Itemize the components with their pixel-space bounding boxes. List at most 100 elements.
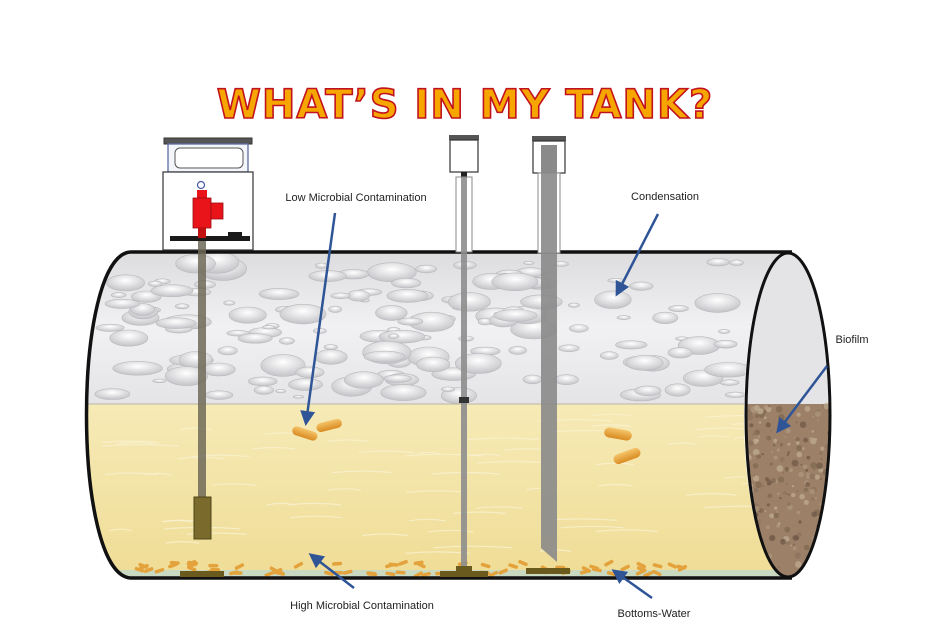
condensation-droplet [704,362,753,378]
suspended-microbes [292,418,641,465]
condensation-droplet [152,378,167,384]
biofilm-speck [766,525,770,530]
biofilm-speck [823,402,830,410]
fuel-ripple [476,506,523,509]
biofilm-speck [785,493,788,495]
pump-motor [197,190,207,198]
condensation-droplet [706,258,730,267]
biofilm-speck [749,423,754,428]
condensation-droplet [380,384,427,401]
bottom-microbe [388,562,399,567]
biofilm-speck [817,419,819,421]
condensation-droplet [713,340,738,349]
biofilm-speck [786,541,790,545]
condensation-droplet [104,298,140,309]
callout-arrows [300,212,828,600]
fuel-ripple [409,518,446,522]
biofilm-speck [757,519,761,523]
biofilm-speck [819,451,823,455]
bottom-microbe [385,571,396,577]
biofilm-speck [828,552,830,556]
biofilm-speck [763,404,769,410]
fuel-ripple [596,529,658,532]
fuel-ripple [191,454,250,458]
bottom-microbe [275,570,286,576]
biofilm-speck [810,437,817,445]
biofilm-speck [777,522,781,525]
biofilm-speck [784,436,787,438]
condensation-droplet [594,290,632,309]
bottom-microbe [636,561,646,569]
bottom-microbe [508,563,518,569]
condensation-droplet [314,349,348,365]
condensation-droplet [607,277,625,283]
biofilm-speck [769,513,774,519]
bottom-microbe [134,566,145,573]
gauge-probe [449,135,479,572]
bottom-microbe [604,559,614,567]
biofilm-speck [823,567,830,574]
biofilm-speck [766,503,770,507]
fuel-ripple [180,427,212,431]
biofilm-speck [811,430,814,433]
biofilm-speck [773,438,778,443]
bottom-microbe [342,569,353,575]
biofilm-speck [773,512,779,519]
condensation-droplet [110,292,127,298]
condensation-droplet [664,383,691,397]
condensation-droplet [174,303,190,310]
fuel-ripple [144,472,172,476]
biofilm-speck [795,437,800,442]
condensation-droplet [343,371,384,389]
bottom-microbe [652,563,663,569]
biofilm-speck [796,445,802,451]
page-title: WHAT’S IN MY TANK? [217,82,713,128]
biofilm-speck [786,502,791,507]
fuel-ripple [266,502,296,506]
biofilm-speck [771,451,773,453]
condensation-droplet [694,293,741,313]
biofilm-speck [802,447,805,450]
condensation-droplet [94,388,131,400]
condensation-droplet [228,306,267,324]
condensation-droplet [634,385,662,396]
bottom-microbe [591,567,602,573]
bottom-microbe [324,570,334,576]
label-high-microbial: High Microbial Contamination [290,600,434,612]
biofilm-speck [802,574,806,577]
biofilm-speck [758,421,762,424]
condensation-droplet [112,361,163,376]
biofilm-speck [798,520,802,524]
sludge-deposit [440,571,488,577]
bottom-microbe [667,562,678,569]
condensation-droplet [292,395,305,399]
condensation-droplet [554,374,579,386]
condensation-droplet [363,350,406,363]
bottom-microbe [643,571,653,578]
condensation-droplet [523,261,535,265]
biofilm-speck [770,429,772,432]
biofilm-speck [777,476,785,483]
bottom-microbe [208,563,219,568]
label-bottoms-water: Bottoms-Water [618,608,691,620]
biofilm-speck [752,449,760,456]
biofilm-speck [792,543,796,546]
biofilm-speck [752,475,760,482]
biofilm-speck [803,487,809,492]
bottom-microbe [498,568,508,575]
biofilm-speck [787,493,791,496]
biofilm-speck [803,437,808,443]
biofilm-speck [785,483,788,486]
condensation-droplet [328,305,342,313]
condensation-droplet [718,329,731,334]
biofilm-speck [788,467,793,473]
condensation-droplet [278,337,295,345]
biofilm-speck [799,493,805,500]
biofilm-speck [773,444,776,447]
fuel-ripple [698,435,730,438]
condensation-droplet [616,315,631,320]
biofilm-speck [790,544,793,547]
biofilm-speck [812,560,818,566]
bottom-microbe [293,561,304,569]
biofilm-speck [804,573,810,577]
